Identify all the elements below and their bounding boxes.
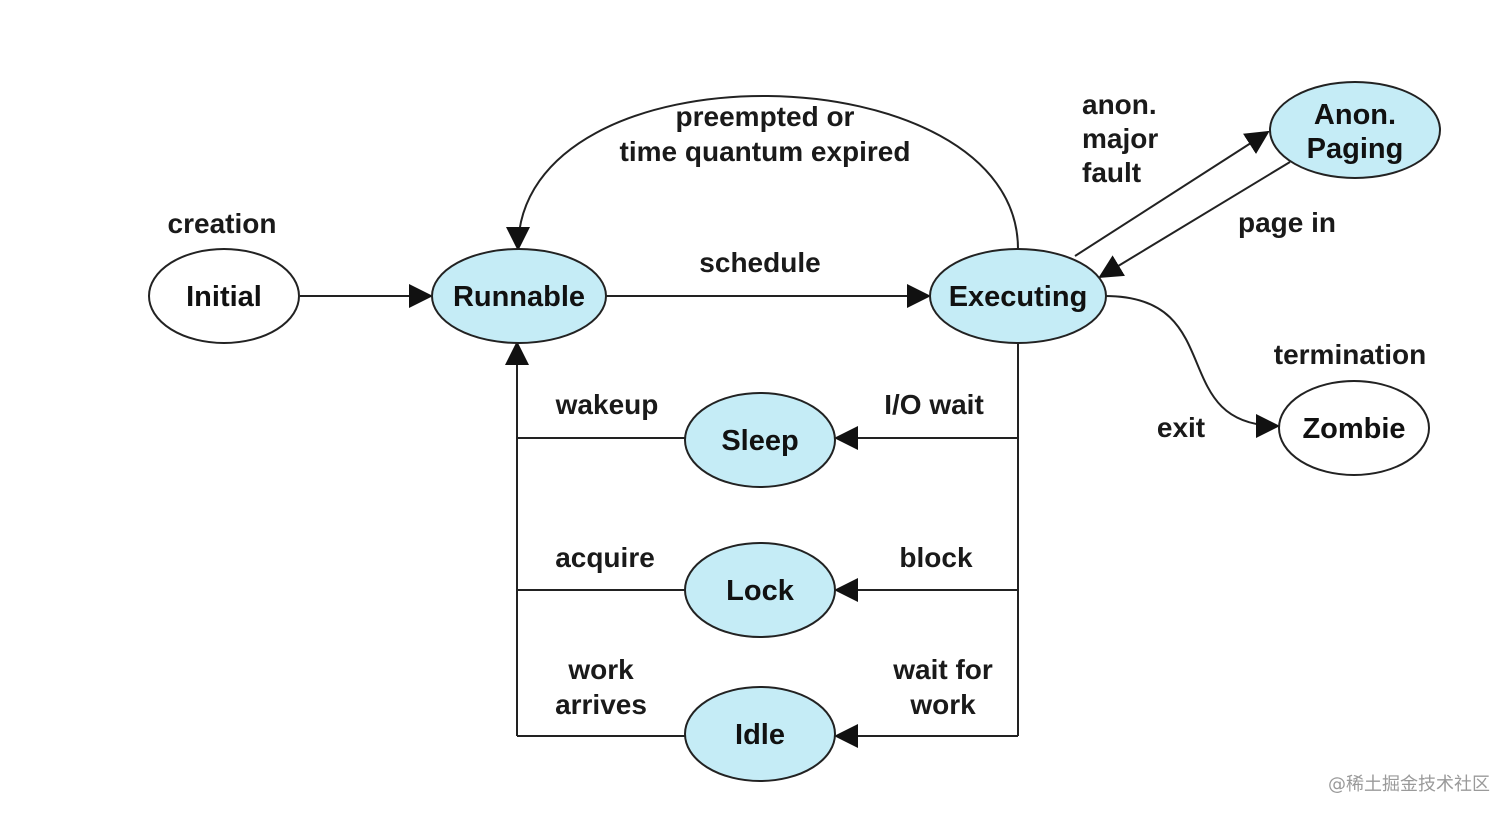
label-creation: creation — [168, 208, 277, 239]
label-preempted-line1: preempted or — [676, 101, 855, 132]
edge-executing-to-runnable-preempted — [506, 95, 1019, 251]
label-anon-major-fault-line3: fault — [1082, 157, 1141, 188]
state-anon-paging-label-line2: Paging — [1307, 133, 1404, 165]
state-zombie: Zombie — [1278, 380, 1430, 476]
state-zombie-shape — [1278, 380, 1430, 476]
state-zombie-label: Zombie — [1302, 413, 1405, 445]
label-preempted-line2: time quantum expired — [620, 136, 911, 167]
label-wait-for-work-line2: work — [909, 689, 976, 720]
state-runnable: Runnable — [431, 248, 607, 344]
label-acquire: acquire — [555, 542, 655, 573]
edge-executing-to-anon-paging — [1074, 130, 1270, 257]
state-sleep-label: Sleep — [721, 425, 798, 457]
edge-anon-paging-to-executing — [1098, 161, 1291, 279]
state-lock: Lock — [684, 542, 836, 638]
state-idle: Idle — [684, 686, 836, 782]
label-work-arrives-line1: work — [567, 654, 634, 685]
state-lock-label: Lock — [726, 575, 795, 607]
state-runnable-shape — [431, 248, 607, 344]
state-anon-paging-shape — [1269, 81, 1441, 179]
watermark: @稀土掘金技术社区 — [1328, 774, 1490, 795]
label-anon-major-fault-line1: anon. — [1082, 89, 1157, 120]
state-initial: Initial — [148, 248, 300, 344]
state-idle-label: Idle — [735, 719, 785, 751]
label-page-in: page in — [1238, 207, 1336, 238]
label-io-wait: I/O wait — [884, 389, 984, 420]
label-termination: termination — [1274, 339, 1426, 370]
state-runnable-label: Runnable — [453, 281, 585, 313]
state-lock-shape — [684, 542, 836, 638]
edge-executing-to-zombie — [1104, 295, 1280, 438]
label-block: block — [899, 542, 973, 573]
label-work-arrives-line2: arrives — [555, 689, 647, 720]
state-idle-shape — [684, 686, 836, 782]
label-schedule: schedule — [699, 247, 820, 278]
label-wakeup: wakeup — [555, 389, 659, 420]
state-initial-label: Initial — [186, 281, 262, 313]
state-anon-paging-label-line1: Anon. — [1314, 99, 1396, 131]
state-executing-label: Executing — [949, 281, 1088, 313]
state-executing-shape — [929, 248, 1107, 344]
state-executing: Executing — [929, 248, 1107, 344]
state-sleep: Sleep — [684, 392, 836, 488]
label-anon-major-fault-line2: major — [1082, 123, 1158, 154]
state-sleep-shape — [684, 392, 836, 488]
label-exit: exit — [1157, 412, 1205, 443]
state-initial-shape — [148, 248, 300, 344]
state-anon-paging: Anon. Paging — [1269, 81, 1441, 179]
label-wait-for-work-line1: wait for — [892, 654, 993, 685]
